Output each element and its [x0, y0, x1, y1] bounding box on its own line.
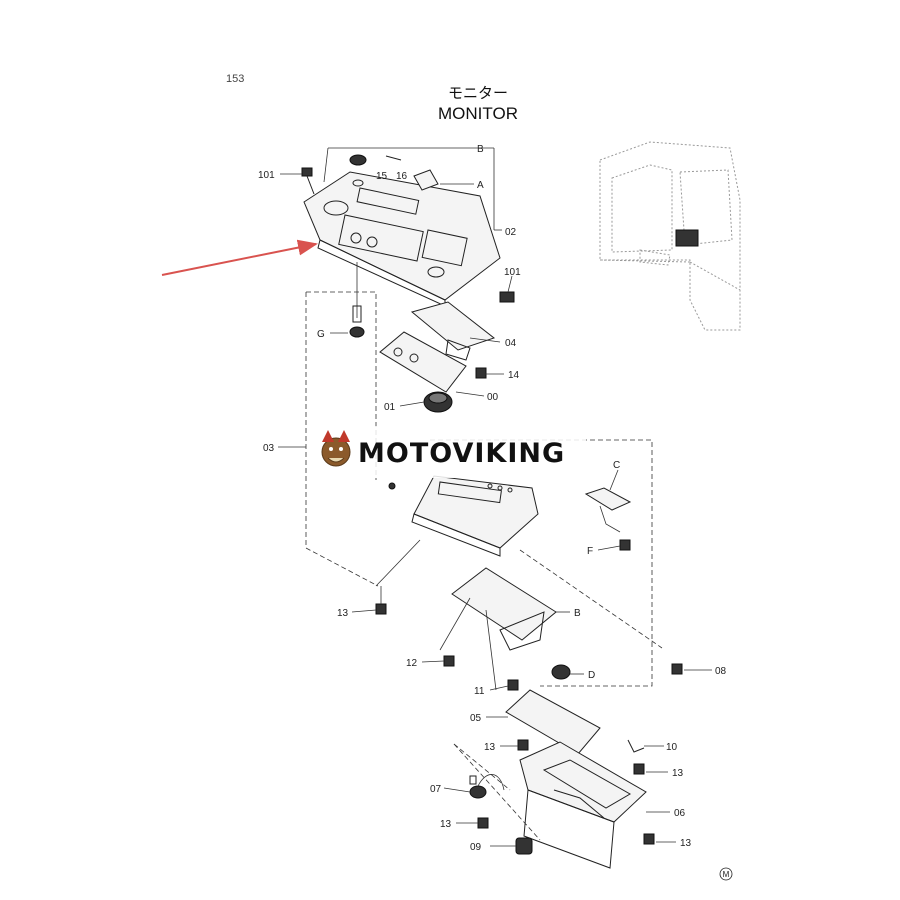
label-05: 05 — [470, 713, 482, 724]
label-11: 11 — [474, 686, 485, 697]
label-10: 10 — [666, 742, 678, 753]
knob-15 — [349, 154, 367, 187]
label-13-e: 13 — [680, 838, 692, 849]
monitor-housing-02 — [303, 171, 501, 307]
label-13-a: 13 — [337, 608, 349, 619]
footer-mark-circle — [719, 867, 733, 881]
label-12: 12 — [406, 658, 418, 669]
pointer-arrow — [161, 239, 318, 276]
pin-16 — [385, 155, 402, 161]
label-16: 16 — [396, 171, 408, 182]
label-g: G — [317, 329, 325, 340]
small-bulb — [388, 482, 396, 490]
part-d-cap — [551, 664, 571, 680]
screw-11 — [507, 679, 519, 691]
group-03-outline-top — [306, 291, 377, 470]
label-b-top: B — [477, 144, 484, 155]
label-15: 15 — [376, 171, 388, 182]
label-14: 14 — [508, 370, 520, 381]
label-07: 07 — [430, 784, 442, 795]
cab-inset-drawing — [599, 141, 741, 331]
screw-101-top — [301, 167, 315, 195]
label-00: 00 — [487, 392, 499, 403]
screw-13c — [633, 763, 645, 775]
label-c: C — [613, 460, 620, 471]
screw-13b — [517, 739, 529, 751]
clip-10 — [627, 739, 645, 753]
plate-05 — [505, 689, 601, 755]
group-b-outline — [430, 439, 653, 687]
grommet-09 — [515, 837, 533, 855]
label-09: 09 — [470, 842, 482, 853]
part-a-clip — [413, 169, 439, 191]
bracket-b — [451, 567, 557, 691]
screw-13a — [375, 603, 387, 615]
label-03: 03 — [263, 443, 275, 454]
panel-00 — [379, 331, 467, 393]
screw-14 — [475, 367, 487, 379]
connector-c — [584, 487, 632, 551]
label-a: A — [477, 180, 484, 191]
page-number: 153 — [226, 73, 244, 85]
monitor-base-housing — [411, 475, 539, 557]
watermark-text: MOTOVIKING — [358, 438, 565, 469]
title-japanese: モニター — [448, 84, 508, 102]
label-101-top: 101 — [258, 170, 275, 181]
motoviking-watermark: MOTOVIKING — [316, 426, 586, 478]
meter-01 — [423, 391, 453, 413]
label-13-c: 13 — [672, 768, 684, 779]
screw-08 — [671, 663, 683, 675]
label-04: 04 — [505, 338, 517, 349]
label-02: 02 — [505, 227, 517, 238]
label-b-lower: B — [574, 608, 581, 619]
screw-12 — [443, 655, 455, 667]
label-d: D — [588, 670, 595, 681]
bulb-socket-g — [349, 262, 365, 338]
title-english: MONITOR — [438, 104, 518, 123]
tray-06 — [519, 741, 647, 869]
label-13-d: 13 — [440, 819, 452, 830]
panel-04 — [410, 301, 496, 351]
viking-logo-icon — [321, 430, 351, 467]
leader-lines — [278, 147, 712, 847]
label-06: 06 — [674, 808, 686, 819]
footer-mark: M — [723, 870, 730, 879]
label-01: 01 — [384, 402, 396, 413]
screw-13e — [643, 833, 655, 845]
label-f: F — [587, 546, 593, 557]
screw-13d — [477, 817, 489, 829]
screw-101-right — [499, 291, 515, 303]
label-08: 08 — [715, 666, 727, 677]
label-13-b: 13 — [484, 742, 496, 753]
label-101-right: 101 — [504, 267, 521, 278]
group-03-outline-left — [305, 292, 379, 587]
